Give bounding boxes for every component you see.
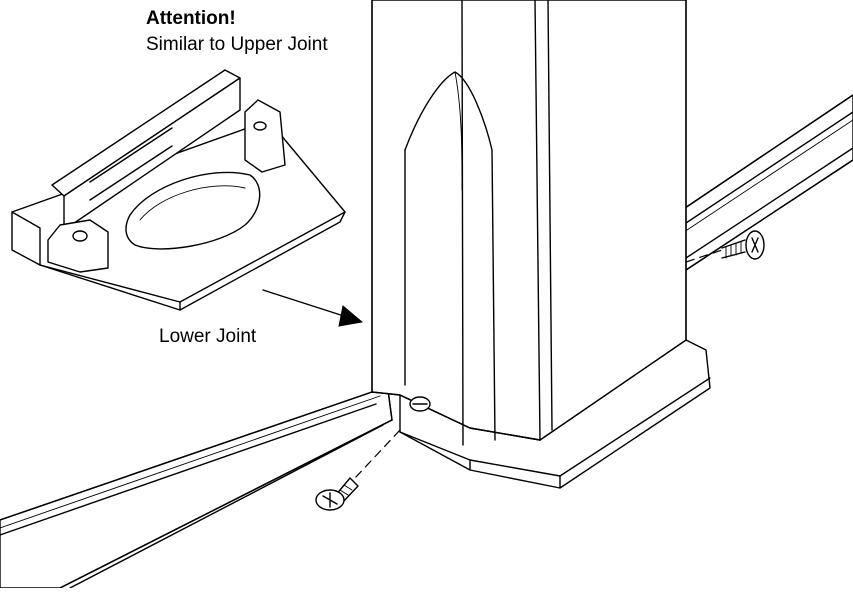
attention-text: Similar to Upper Joint [146, 34, 328, 55]
lower-joint-label: Lower Joint [159, 326, 257, 347]
bottom-screw [315, 429, 401, 511]
pointer-arrow [262, 289, 364, 327]
right-rail [681, 94, 853, 271]
left-lower-rail [0, 389, 393, 589]
lower-joint-bracket [11, 69, 346, 311]
vertical-post [371, 0, 687, 446]
attention-title: Attention! [146, 8, 236, 29]
right-screw [685, 230, 765, 263]
